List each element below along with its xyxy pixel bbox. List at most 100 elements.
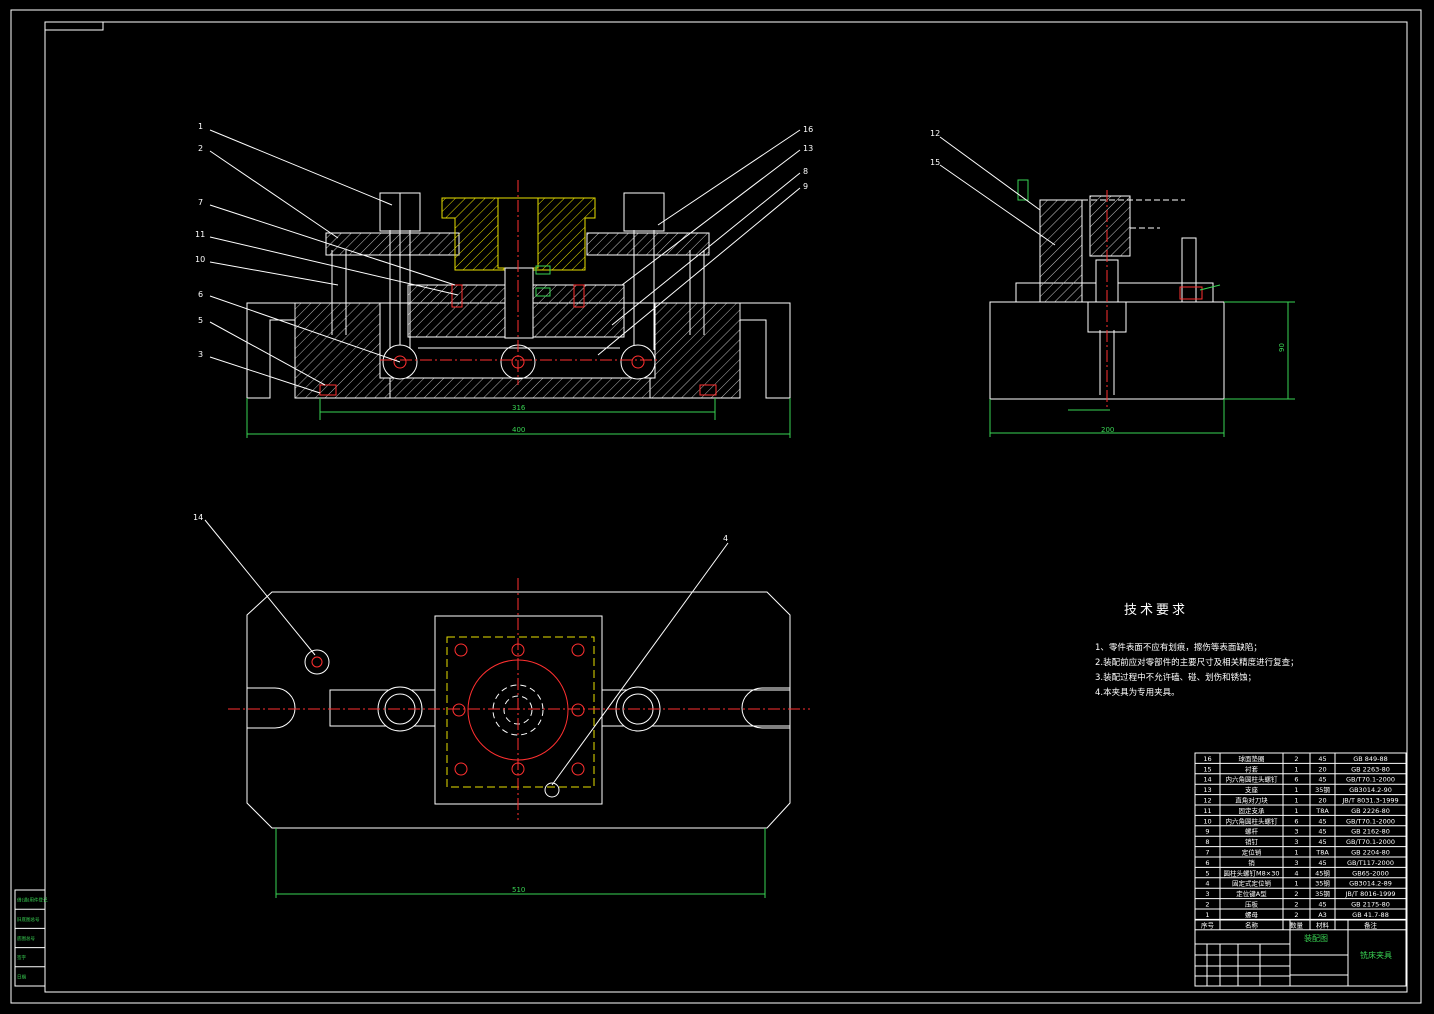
bom-row-2-no: 2 <box>1205 901 1209 909</box>
callout-4: 4 <box>723 534 728 543</box>
bom-row-11-qty: 1 <box>1294 807 1298 815</box>
bom-row-4-name: 固定式定位销 <box>1232 879 1272 888</box>
tech-requirements: 技术要求 1、零件表面不应有划痕，擦伤等表面缺陷； 2.装配前应对零部件的主要尺… <box>1095 603 1299 698</box>
bom-row-15-std: GB 2263-80 <box>1351 765 1390 773</box>
top-view <box>204 519 810 898</box>
bom-row-1-mat: A3 <box>1318 911 1327 919</box>
callout-3: 3 <box>198 350 203 359</box>
bom-row-16-name: 球面垫圈 <box>1239 754 1265 763</box>
bom-row-16-mat: 45 <box>1318 755 1326 763</box>
bom-row-5-qty: 4 <box>1294 869 1298 877</box>
bom-row-8-name: 销钉 <box>1245 837 1259 846</box>
bom-row-5-std: GB65-2000 <box>1352 869 1389 877</box>
bom-row-5-name: 圆柱头螺钉M8×30 <box>1224 868 1280 877</box>
bom-row-11-std: GB 2226-80 <box>1351 807 1390 815</box>
bom-row-1-std: GB 41.7-88 <box>1352 911 1389 919</box>
side-block-cell: 借(通)用件登记 <box>17 897 48 904</box>
bom-row-11-mat: T8A <box>1315 807 1329 815</box>
callout-12: 12 <box>930 129 940 138</box>
drawing-name: 装配图 <box>1304 933 1328 943</box>
bom-row-3-no: 3 <box>1205 890 1209 898</box>
bom-row-3-mat: 35钢 <box>1315 890 1330 898</box>
bom-row-14-name: 内六角圆柱头螺钉 <box>1226 775 1279 784</box>
bom-row-8-std: GB/T70.1-2000 <box>1346 838 1395 846</box>
side-block-cell: 旧底图总号 <box>17 916 40 923</box>
bom-row-13-no: 13 <box>1203 786 1211 794</box>
bom-row-4-std: GB3014.2-89 <box>1349 880 1392 888</box>
callout-16: 16 <box>803 125 813 134</box>
dim-90: 90 <box>1278 343 1286 352</box>
bom-row-14-no: 14 <box>1203 776 1211 784</box>
bom-row-7-mat: T8A <box>1315 849 1329 857</box>
tech-title: 技术要求 <box>1124 603 1188 618</box>
callout-10: 10 <box>195 255 205 264</box>
bom-row-12-name: 直角对刀块 <box>1235 796 1268 805</box>
side-block-cell: 日期 <box>17 974 26 980</box>
side-block-cell: 签字 <box>17 954 26 961</box>
bom-row-13-std: GB3014.2-90 <box>1349 786 1392 794</box>
bom-row-1-qty: 2 <box>1294 911 1298 919</box>
bom-row-2-name: 压板 <box>1245 900 1259 909</box>
tech-item-4: 4.本夹具为专用夹具。 <box>1095 687 1180 698</box>
bom-row-6-mat: 45 <box>1318 859 1326 867</box>
bom-row-16-no: 16 <box>1203 755 1211 763</box>
bom-row-7-std: GB 2204-80 <box>1351 849 1390 857</box>
bom-row-11-name: 固定支承 <box>1239 806 1266 815</box>
title-block: 装配图 铣床夹具 <box>1194 919 1407 987</box>
bom-row-13-name: 支座 <box>1245 785 1259 794</box>
bom-row-5-no: 5 <box>1205 869 1209 877</box>
dim-200: 200 <box>1101 426 1114 434</box>
bom-row-12-std: JB/T 8031.3-1999 <box>1341 797 1398 805</box>
bom-row-9-name: 螺杆 <box>1245 827 1259 836</box>
bom-row-14-qty: 6 <box>1294 776 1298 784</box>
callout-13: 13 <box>803 144 813 153</box>
bom-row-7-name: 定位销 <box>1242 848 1262 857</box>
bom-row-16-qty: 2 <box>1294 755 1298 763</box>
tech-item-3: 3.装配过程中不允许磕、碰、划伤和锈蚀； <box>1095 672 1256 683</box>
callout-11: 11 <box>195 230 205 239</box>
bom-row-16-std: GB 849-88 <box>1353 755 1388 763</box>
side-view <box>939 136 1295 437</box>
bom-row-6-name: 销 <box>1248 858 1255 867</box>
bom-row-15-no: 15 <box>1203 765 1211 773</box>
dim-400: 400 <box>512 426 525 434</box>
dim-316: 316 <box>512 404 526 412</box>
bom-row-13-qty: 1 <box>1294 786 1298 794</box>
bom-row-15-name: 衬套 <box>1245 764 1259 773</box>
callout-9: 9 <box>803 182 808 191</box>
bom-header-qty: 数量 <box>1290 920 1304 929</box>
callout-8: 8 <box>803 167 808 176</box>
side-block-cell: 底图总号 <box>17 935 35 942</box>
bom-row-4-mat: 35钢 <box>1315 880 1330 888</box>
bom-row-10-mat: 45 <box>1318 817 1326 825</box>
bom-row-8-qty: 3 <box>1294 838 1298 846</box>
bom-row-10-std: GB/T70.1-2000 <box>1346 817 1395 825</box>
bom-row-11-no: 11 <box>1203 807 1211 815</box>
bom-row-4-qty: 1 <box>1294 880 1298 888</box>
bom-row-2-mat: 45 <box>1318 901 1326 909</box>
callout-2: 2 <box>198 144 203 153</box>
bom-row-7-qty: 1 <box>1294 849 1298 857</box>
bom-row-9-std: GB 2162-80 <box>1351 828 1390 836</box>
bom-header-std: 备注 <box>1364 920 1378 929</box>
bom-row-1-name: 螺母 <box>1245 910 1259 919</box>
callout-7: 7 <box>198 198 203 207</box>
bom-row-9-qty: 3 <box>1294 828 1298 836</box>
bom-row-10-qty: 6 <box>1294 817 1298 825</box>
callout-6: 6 <box>198 290 203 299</box>
bom-row-9-no: 9 <box>1205 828 1209 836</box>
bom-header-no: 序号 <box>1201 920 1215 929</box>
bom-row-14-std: GB/T70.1-2000 <box>1346 776 1395 784</box>
bom-row-2-std: GB 2175-80 <box>1351 901 1390 909</box>
bom-row-10-name: 内六角圆柱头螺钉 <box>1226 816 1279 825</box>
bom-row-4-no: 4 <box>1205 880 1209 888</box>
bom-row-10-no: 10 <box>1203 817 1211 825</box>
bom-row-12-qty: 1 <box>1294 797 1298 805</box>
bom-row-6-std: GB/T117-2000 <box>1347 859 1394 867</box>
bom-row-3-qty: 2 <box>1294 890 1298 898</box>
callout-1: 1 <box>198 122 203 131</box>
dim-510: 510 <box>512 886 525 894</box>
